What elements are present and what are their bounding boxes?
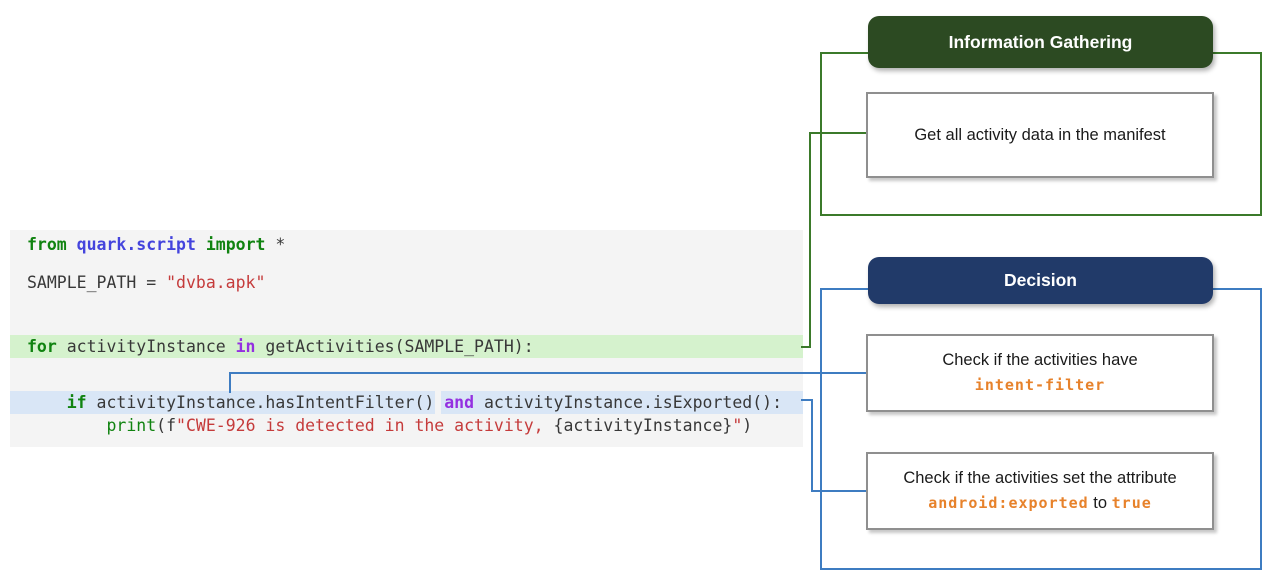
code-token: * — [265, 235, 286, 254]
decision-box1-code: intent-filter — [974, 376, 1106, 394]
code-token: quark.script — [76, 235, 196, 254]
highlight-if-line-right — [441, 391, 803, 414]
info-gathering-box: Get all activity data in the manifest — [866, 92, 1214, 178]
code-token: in — [235, 337, 256, 356]
decision-box-intent-filter: Check if the activities have intent-filt… — [866, 334, 1214, 412]
code-token: getActivities(SAMPLE_PATH): — [255, 337, 534, 356]
decision-box2-mid: to — [1088, 494, 1112, 512]
highlight-for-line — [10, 335, 803, 358]
decision-box-exported: Check if the activities set the attribut… — [866, 452, 1214, 530]
code-token: import — [205, 235, 266, 254]
code-token: ) — [742, 416, 753, 435]
code-token: and — [444, 393, 475, 412]
code-token — [27, 416, 106, 435]
green-connector-horizontal — [810, 132, 867, 134]
highlight-if-line-left — [10, 391, 435, 414]
code-line-for: for activityInstance in getActivities(SA… — [10, 336, 803, 358]
code-token: for — [27, 337, 57, 356]
info-gathering-header: Information Gathering — [868, 16, 1213, 68]
blue-connector1-horizontal — [229, 372, 867, 374]
code-panel: from quark.script import * SAMPLE_PATH =… — [10, 230, 803, 447]
code-token: activityInstance.hasIntentFilter() — [86, 393, 445, 412]
code-token: activityInstance.isExported(): — [474, 393, 783, 412]
code-line-print: print(f"CWE-926 is detected in the activ… — [10, 415, 803, 437]
code-token: (f — [156, 416, 177, 435]
code-line-sample-path: SAMPLE_PATH = "dvba.apk" — [10, 272, 803, 294]
green-connector-elbow — [801, 346, 811, 348]
code-line-if: if activityInstance.hasIntentFilter() an… — [10, 392, 803, 414]
decision-header: Decision — [868, 257, 1213, 304]
decision-box1-text: Check if the activities have — [942, 351, 1138, 369]
code-token: " — [732, 416, 743, 435]
blue-connector1-vertical — [229, 372, 231, 393]
info-gathering-box-text: Get all activity data in the manifest — [914, 125, 1166, 144]
decision-box2-code1: android:exported — [928, 494, 1089, 512]
code-token: from — [27, 235, 77, 254]
blue-connector2-vertical — [811, 399, 813, 492]
code-line-import: from quark.script import * — [10, 234, 803, 256]
decision-header-label: Decision — [1004, 270, 1077, 290]
code-token: "CWE-926 is detected in the activity, — [176, 416, 554, 435]
code-token: activityInstance — [56, 337, 236, 356]
blue-connector2-elbow — [801, 399, 813, 401]
green-connector-vertical — [809, 132, 811, 348]
code-token — [196, 235, 206, 254]
code-token: "dvba.apk" — [166, 273, 266, 292]
code-token: if — [66, 393, 87, 412]
blue-connector2-horizontal — [811, 490, 868, 492]
decision-box2-text: Check if the activities set the attribut… — [903, 469, 1177, 487]
code-token: SAMPLE_PATH = — [27, 273, 167, 292]
info-gathering-header-label: Information Gathering — [948, 31, 1133, 52]
decision-box2-code2: true — [1111, 494, 1152, 512]
decision-box2-line2: android:exported to true — [928, 491, 1152, 516]
code-token: {activityInstance} — [553, 416, 733, 435]
code-token: print — [106, 416, 157, 435]
code-token — [27, 393, 67, 412]
